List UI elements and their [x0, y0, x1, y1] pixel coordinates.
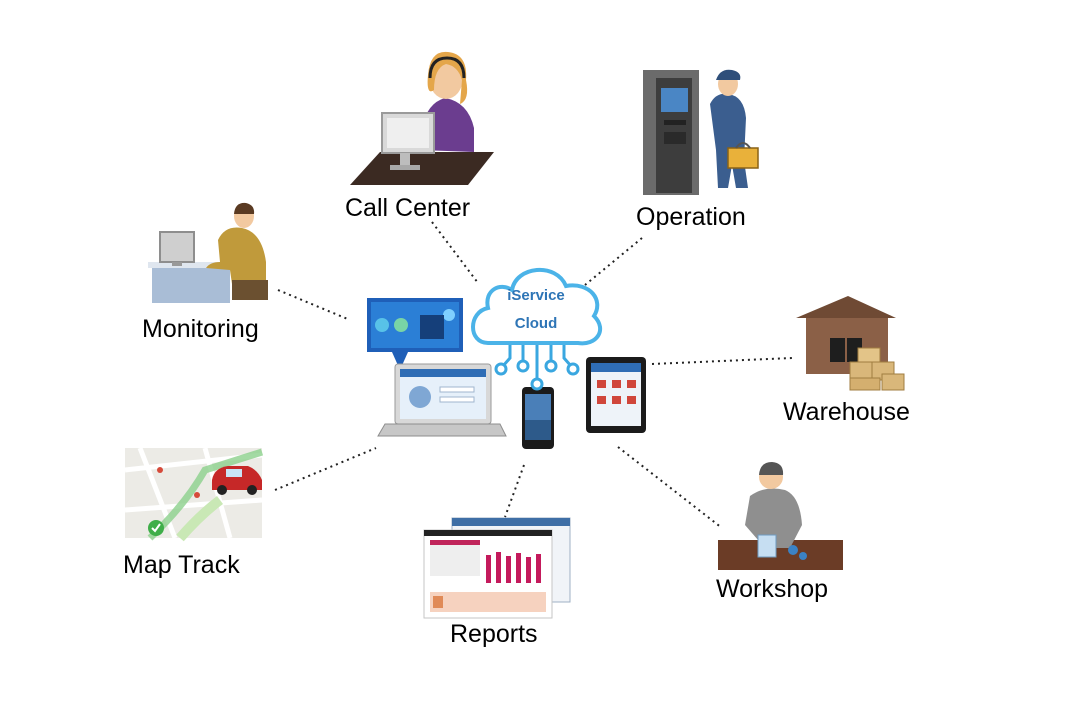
label-call-center: Call Center [345, 194, 471, 222]
atm-technician-icon [643, 69, 759, 195]
cloud-title-line1: iService [507, 287, 565, 304]
dashboard-screen-icon [367, 298, 463, 370]
label-monitoring: Monitoring [142, 315, 259, 343]
call-center-agent-icon [350, 51, 494, 185]
monitoring-operator-icon [148, 202, 268, 303]
smartphone-icon [522, 387, 554, 449]
label-workshop: Workshop [716, 575, 829, 603]
connector-warehouse [651, 357, 793, 365]
cloud-title-line2: Cloud [515, 315, 558, 332]
connector-workshop [617, 446, 723, 529]
warehouse-icon [796, 296, 905, 391]
connector-reports [504, 464, 525, 518]
workshop-worker-icon [718, 462, 843, 570]
connector-call-center [431, 221, 479, 284]
label-map-track: Map Track [123, 551, 240, 579]
tablet-icon [586, 357, 646, 433]
laptop-icon [377, 363, 507, 437]
reports-icon [423, 517, 571, 619]
connectors [274, 221, 793, 529]
label-reports: Reports [450, 620, 538, 648]
label-warehouse: Warehouse [783, 398, 910, 426]
map-track-icon [124, 447, 264, 542]
connector-operation [584, 237, 643, 286]
connector-map-track [274, 447, 377, 491]
label-operation: Operation [636, 203, 746, 231]
iservice-cloud-icon [471, 268, 602, 391]
connector-monitoring [277, 289, 351, 321]
